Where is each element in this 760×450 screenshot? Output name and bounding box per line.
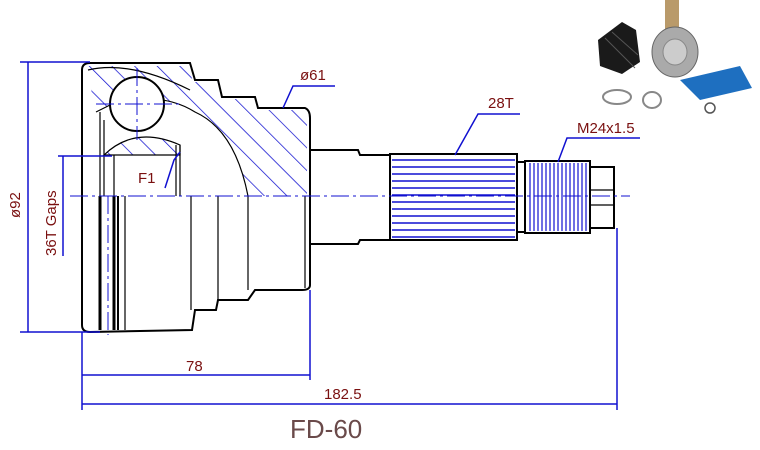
dimension-lines (20, 61, 640, 410)
part-number: FD-60 (290, 414, 362, 444)
ball (96, 68, 182, 140)
clamp (602, 89, 632, 105)
boot (598, 22, 640, 74)
shaft (309, 149, 615, 245)
outer-diameter-label: ø92 (7, 192, 24, 218)
spline-section (389, 153, 518, 241)
body-length-label: 78 (186, 358, 203, 375)
gaps-label: 36T Gaps (43, 190, 60, 256)
grease-packet (680, 66, 752, 100)
spline-lines (392, 159, 515, 238)
thread-label: M24x1.5 (577, 120, 635, 137)
spline-label: 28T (488, 95, 514, 112)
hatched-inner-race (102, 136, 181, 156)
overall-length-label: 182.5 (324, 386, 362, 403)
shaft-tip (589, 166, 615, 229)
bearing-label: F1 (138, 170, 156, 187)
neck-diameter-label: ø61 (300, 67, 326, 84)
product-photo (598, 0, 752, 114)
thread-lines (529, 163, 587, 231)
